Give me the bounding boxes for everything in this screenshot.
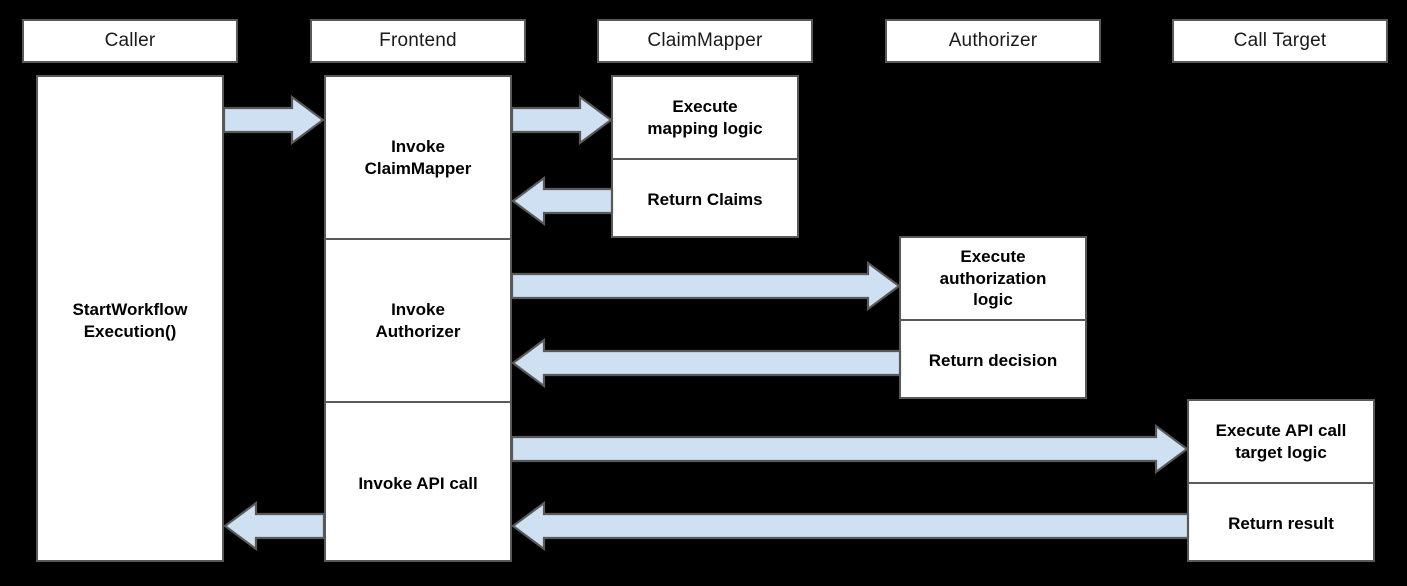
message-arrow-calltarget-to-frontend[interactable] <box>511 500 1190 552</box>
activation-calltarget-execute-api-call-target-logic-label: Execute API call target logic <box>1215 420 1347 462</box>
activation-caller-startworkflow[interactable]: StartWorkflow Execution() <box>38 77 222 564</box>
activation-caller-startworkflow-label: StartWorkflow Execution() <box>72 299 188 341</box>
participant-header-caller[interactable]: Caller <box>22 19 238 63</box>
arrow-right-icon <box>222 94 325 146</box>
message-arrow-caller-to-frontend[interactable] <box>222 94 325 146</box>
activation-calltarget-return-result[interactable]: Return result <box>1189 482 1373 564</box>
activation-authorizer-execute-authorization-logic[interactable]: Execute authorization logic <box>901 238 1085 319</box>
message-arrow-frontend-to-caller[interactable] <box>223 500 326 552</box>
activation-claimmapper-execute-mapping-logic[interactable]: Execute mapping logic <box>613 77 797 158</box>
arrow-left-icon <box>511 175 614 227</box>
activation-calltarget-return-result-label: Return result <box>1228 514 1334 534</box>
participant-header-authorizer-label: Authorizer <box>948 30 1038 51</box>
arrow-right-icon <box>510 423 1189 475</box>
message-arrow-frontend-to-calltarget[interactable] <box>510 423 1189 475</box>
activation-claimmapper-return-claims-label: Return Claims <box>647 190 763 210</box>
activation-frontend-invoke-authorizer-label: Invoke Authorizer <box>375 299 461 341</box>
activation-claimmapper-return-claims[interactable]: Return Claims <box>613 158 797 240</box>
activation-calltarget-execute-api-call-target-logic[interactable]: Execute API call target logic <box>1189 401 1373 482</box>
participant-header-claimmapper[interactable]: ClaimMapper <box>597 19 813 63</box>
activation-authorizer-execute-authorization-logic-label: Execute authorization logic <box>939 246 1047 310</box>
message-arrow-claimmapper-to-frontend[interactable] <box>511 175 614 227</box>
arrow-left-icon <box>511 500 1190 552</box>
activation-frontend-invoke-authorizer[interactable]: Invoke Authorizer <box>326 238 510 401</box>
lifeline-calltarget: Execute API call target logic Return res… <box>1187 399 1375 562</box>
activation-frontend-invoke-api-call[interactable]: Invoke API call <box>326 401 510 564</box>
lifeline-caller: StartWorkflow Execution() <box>36 75 224 562</box>
message-arrow-authorizer-to-frontend[interactable] <box>511 337 902 389</box>
participant-header-caller-label: Caller <box>104 30 156 51</box>
activation-authorizer-return-decision[interactable]: Return decision <box>901 319 1085 401</box>
message-arrow-frontend-to-authorizer[interactable] <box>510 260 901 312</box>
participant-header-calltarget[interactable]: Call Target <box>1172 19 1388 63</box>
participant-header-frontend-label: Frontend <box>379 30 457 51</box>
arrow-right-icon <box>510 94 613 146</box>
participant-header-authorizer[interactable]: Authorizer <box>885 19 1101 63</box>
participant-header-calltarget-label: Call Target <box>1233 30 1327 51</box>
participant-header-claimmapper-label: ClaimMapper <box>647 30 763 51</box>
lifeline-frontend: Invoke ClaimMapper Invoke Authorizer Inv… <box>324 75 512 562</box>
activation-claimmapper-execute-mapping-logic-label: Execute mapping logic <box>647 96 763 138</box>
arrow-right-icon <box>510 260 901 312</box>
arrow-left-icon <box>223 500 326 552</box>
participant-header-frontend[interactable]: Frontend <box>310 19 526 63</box>
arrow-left-icon <box>511 337 902 389</box>
message-arrow-frontend-to-claimmapper[interactable] <box>510 94 613 146</box>
activation-frontend-invoke-api-call-label: Invoke API call <box>358 473 478 493</box>
activation-frontend-invoke-claimmapper-label: Invoke ClaimMapper <box>364 136 472 178</box>
activation-frontend-invoke-claimmapper[interactable]: Invoke ClaimMapper <box>326 77 510 238</box>
activation-authorizer-return-decision-label: Return decision <box>928 351 1058 371</box>
lifeline-authorizer: Execute authorization logic Return decis… <box>899 236 1087 399</box>
lifeline-claimmapper: Execute mapping logic Return Claims <box>611 75 799 238</box>
